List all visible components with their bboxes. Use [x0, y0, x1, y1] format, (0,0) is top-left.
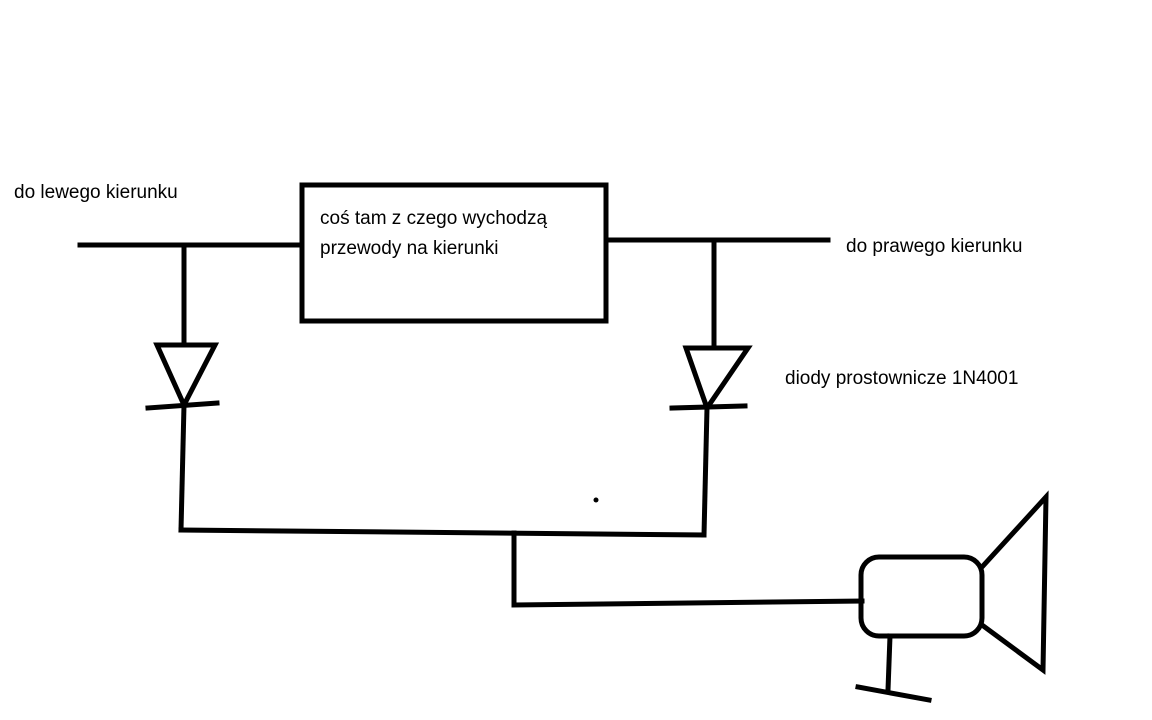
speaker-icon — [855, 490, 1049, 703]
buzzer-wire — [511, 530, 865, 608]
right-direction-label: do prawego kierunku — [846, 236, 1023, 257]
source-box — [299, 182, 609, 324]
common-wire — [178, 527, 707, 538]
box-label-line2: przewody na kierunki — [320, 238, 499, 259]
box-label-line1: coś tam z czego wychodzą — [320, 208, 548, 229]
left-diode — [145, 242, 220, 533]
stray-dot — [593, 497, 599, 503]
left-direction-label: do lewego kierunku — [14, 182, 178, 203]
diodes-label: diody prostownicze 1N4001 — [785, 368, 1019, 389]
right-diode — [669, 237, 753, 538]
